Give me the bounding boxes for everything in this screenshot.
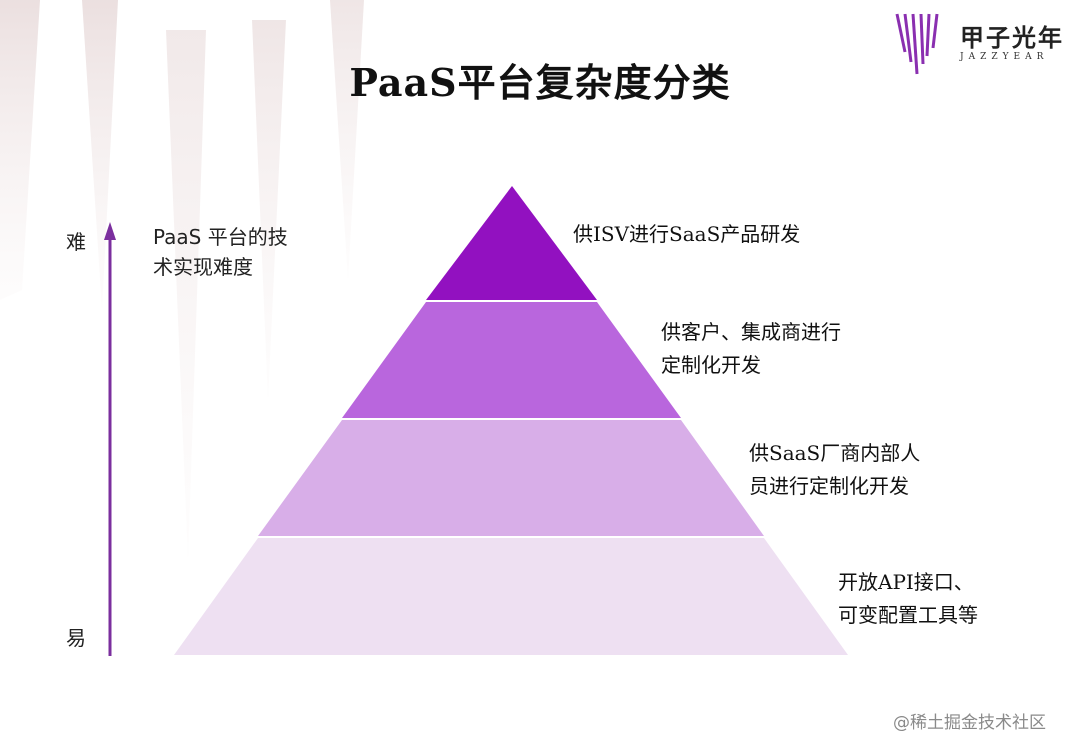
pyramid-tier-1 <box>426 186 597 300</box>
level-3-line1: 供SaaS厂商内部人 <box>749 441 921 465</box>
level-2-line1: 供客户、集成商进行 <box>661 320 841 344</box>
watermark: @稀土掘金技术社区 <box>893 713 1046 733</box>
level-2-line2: 定制化开发 <box>661 353 761 377</box>
level-label-2: 供客户、集成商进行 定制化开发 <box>661 316 841 382</box>
axis-bottom-label: 易 <box>66 626 86 650</box>
level-label-4: 开放API接口、 可变配置工具等 <box>838 566 978 632</box>
brand-name-cn: 甲子光年 <box>960 24 1064 52</box>
brand-logo-icon <box>895 13 939 75</box>
level-label-1: 供ISV进行SaaS产品研发 <box>573 218 800 251</box>
level-1-line1: 供ISV进行SaaS产品研发 <box>573 222 801 246</box>
level-4-line1: 开放API接口、 <box>838 570 974 594</box>
axis-description-line2: 术实现难度 <box>153 255 253 279</box>
axis-description: PaaS 平台的技 术实现难度 <box>153 222 333 282</box>
page-title: PaaS平台复杂度分类 <box>349 60 731 105</box>
pyramid-tier-4 <box>174 538 848 655</box>
pyramid-tier-3 <box>258 420 764 536</box>
brand-name-en: JAZZYEAR <box>960 52 1049 62</box>
pyramid-tier-2 <box>342 302 681 418</box>
level-label-3: 供SaaS厂商内部人 员进行定制化开发 <box>749 437 920 503</box>
level-3-line2: 员进行定制化开发 <box>749 474 909 498</box>
level-4-line2: 可变配置工具等 <box>838 603 978 627</box>
axis-description-line1: PaaS 平台的技 <box>153 225 288 249</box>
axis-top-label: 难 <box>66 230 86 254</box>
